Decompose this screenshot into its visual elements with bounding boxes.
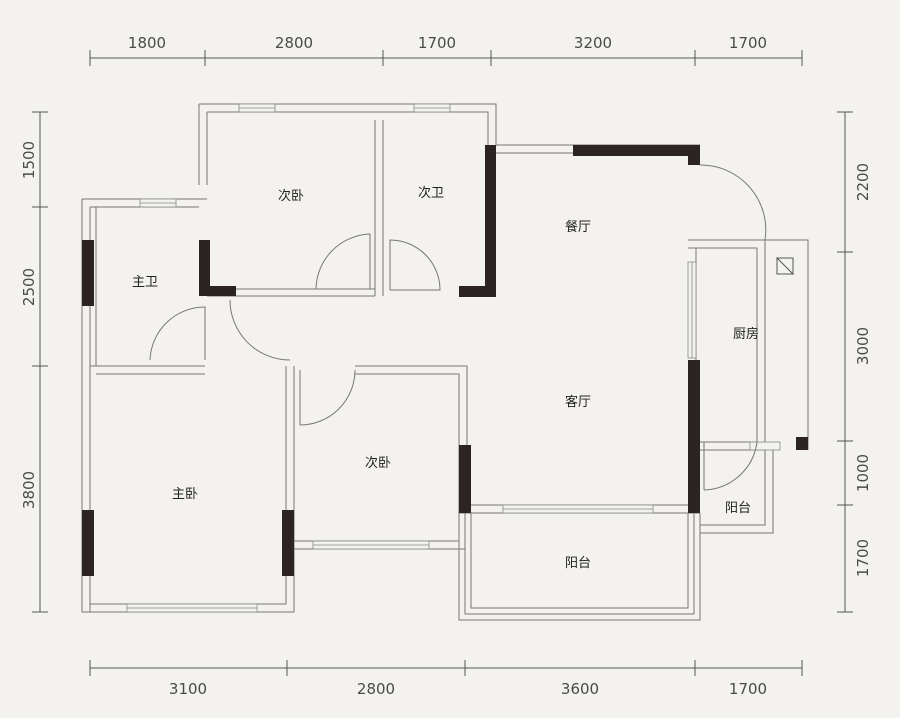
dim-right-2: 3000 [854,327,872,365]
window-kitchen-bottom [749,441,781,451]
dim-left-2: 2500 [20,268,38,306]
room-bedroom-mid: 次卧 [365,455,391,471]
wall-master-bath-left [82,240,94,306]
dim-top-5: 1700 [729,34,767,52]
door-master-bedroom [229,299,291,361]
door-bath [389,239,441,291]
column-bath-bottom [459,286,496,297]
column-dining-corner [688,145,700,165]
door-dining-entry [699,164,767,241]
room-dining: 餐厅 [565,219,591,235]
dim-right-3: 1000 [854,454,872,492]
dim-top-1: 1800 [128,34,166,52]
wall-dining-top [573,145,700,156]
room-labels: 次卧 次卫 餐厅 主卫 厨房 客厅 次卧 主卧 阳台 阳台 [132,185,759,571]
dim-top-3: 1700 [418,34,456,52]
dim-left-1: 1500 [20,141,38,179]
wall-master-right [282,510,294,576]
dimension-left: 1500 2500 3800 [20,111,48,613]
dim-top-2: 2800 [275,34,313,52]
room-bathroom-second: 次卫 [418,185,444,201]
wall-master-left [82,510,94,576]
room-balcony-large: 阳台 [565,556,591,571]
dimension-bottom: 3100 2800 3600 1700 [89,660,803,698]
room-master-bath: 主卫 [132,275,158,290]
door-bedroom-top [315,233,371,290]
column-bedroom-left [199,240,210,296]
dimension-top: 1800 2800 1700 3200 1700 [89,34,803,66]
room-balcony-small: 阳台 [725,501,751,516]
room-living: 客厅 [565,394,591,410]
room-kitchen: 厨房 [733,326,759,342]
column-bedroom-bottom [199,286,236,296]
wall-bedroom-mid-right [459,445,471,513]
doors [149,164,767,491]
column-dining-left [485,145,496,297]
dim-right-4: 1700 [854,539,872,577]
dim-right-1: 2200 [854,163,872,201]
wall-living-right [688,360,700,513]
door-bedroom-mid [299,369,356,426]
dimension-right: 2200 3000 1000 1700 [837,111,872,613]
dim-bottom-1: 3100 [169,680,207,698]
dim-bottom-3: 3600 [561,680,599,698]
door-balcony-small [703,441,758,491]
structural-walls [82,145,808,576]
door-master-bath [149,306,206,361]
room-bedroom-top: 次卧 [278,188,304,204]
room-master-bedroom: 主卧 [172,487,198,502]
column-kitchen-corner [796,437,808,450]
dim-bottom-4: 1700 [729,680,767,698]
windows [126,103,781,613]
dim-bottom-2: 2800 [357,680,395,698]
dim-top-4: 3200 [574,34,612,52]
dim-left-3: 3800 [20,471,38,509]
kitchen-flue-icon [775,257,794,276]
